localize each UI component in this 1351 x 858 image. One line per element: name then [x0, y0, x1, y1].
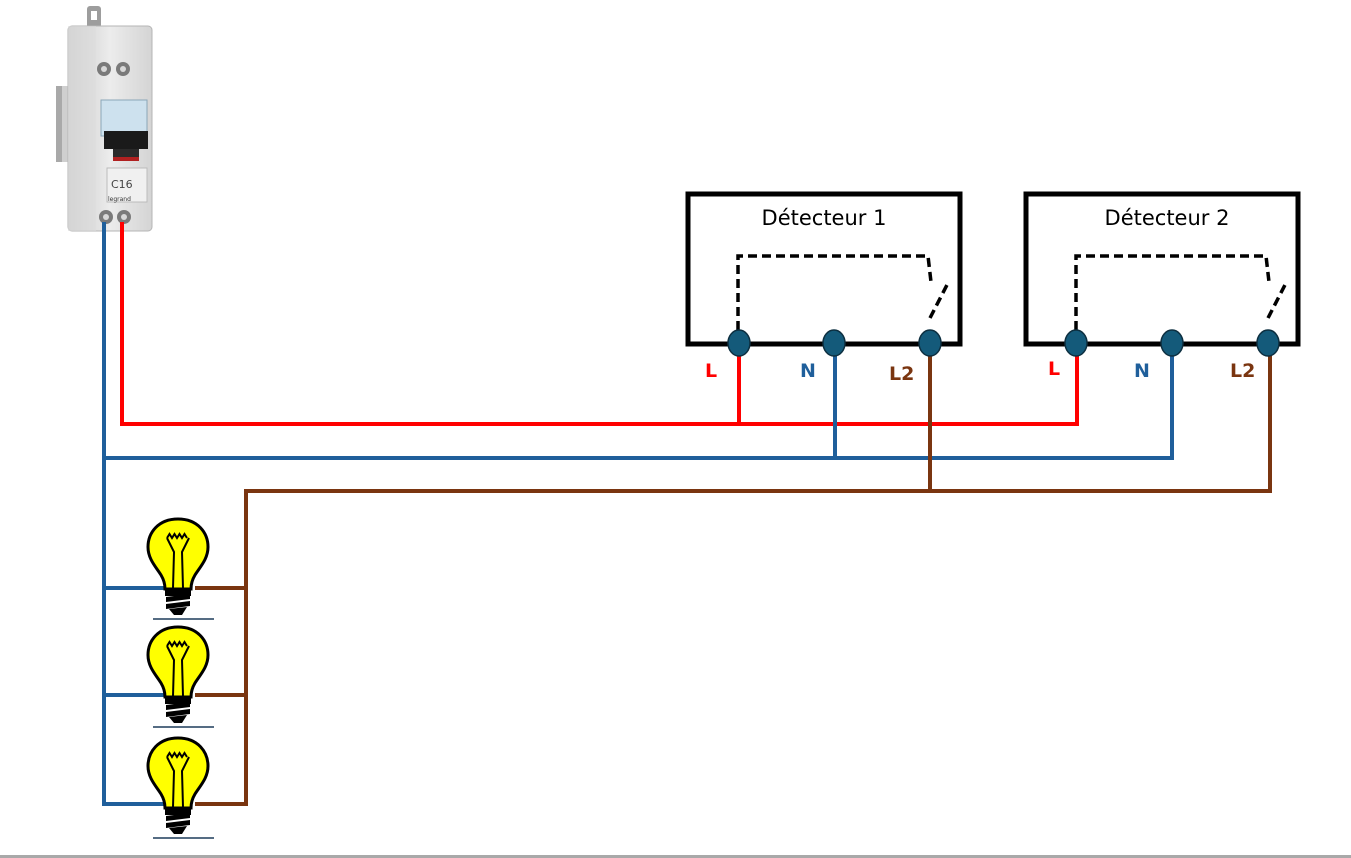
terminal-L2 — [1256, 329, 1280, 357]
label-L2: L2 — [1230, 360, 1255, 382]
detector-1-title: Détecteur 1 — [762, 206, 887, 230]
label-N: N — [1134, 360, 1150, 382]
terminal-L — [727, 329, 751, 357]
light-bulb-icon — [146, 736, 216, 840]
phase-wire — [120, 222, 1079, 426]
label-L2: L2 — [889, 363, 914, 385]
label-L: L — [705, 360, 717, 382]
breaker-rating: C16 — [111, 178, 133, 191]
circuit-breaker-icon: C16 legrand — [56, 6, 153, 232]
breaker-brand: legrand — [108, 196, 131, 203]
label-N: N — [800, 360, 816, 382]
detector-2-title: Détecteur 2 — [1105, 206, 1230, 230]
bottom-divider — [0, 855, 1351, 858]
return-wire — [195, 355, 1272, 806]
light-bulb-icon — [146, 517, 216, 621]
neutral-wire — [102, 222, 1174, 806]
detector-1: Détecteur 1 L N L2 — [685, 191, 963, 385]
light-bulb-icon — [146, 625, 216, 729]
terminal-N — [822, 329, 846, 357]
detector-2: Détecteur 2 L N L2 — [1023, 191, 1301, 382]
terminal-L2 — [918, 329, 942, 357]
label-L: L — [1048, 358, 1060, 380]
terminal-L — [1064, 329, 1088, 357]
terminal-N — [1160, 329, 1184, 357]
